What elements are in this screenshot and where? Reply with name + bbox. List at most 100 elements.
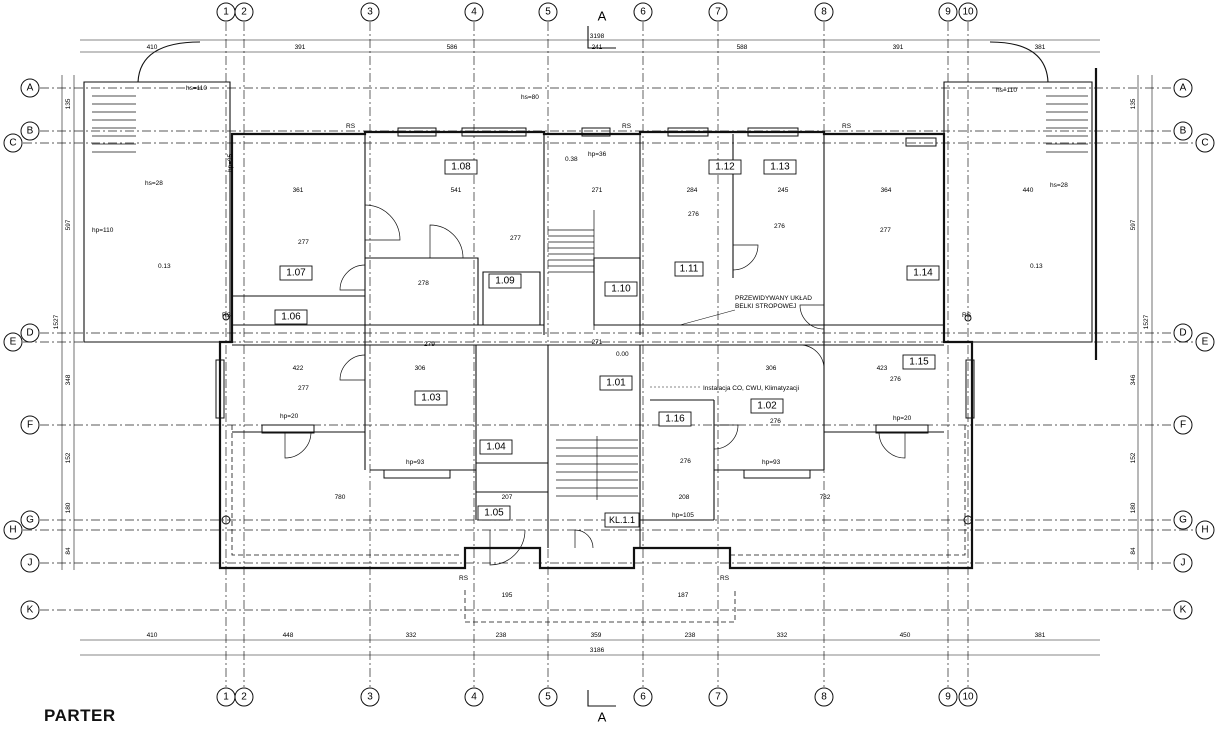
svg-text:3: 3 [367,692,373,703]
top-dim-5: 588 [737,44,748,51]
axis-bubble-A-right: A [1173,78,1193,98]
spot-276-1.12: 276 [688,211,699,218]
top-dimension-chain [80,39,1100,53]
right-dimension-chain [1137,75,1153,570]
terrace-outline-right [943,81,1093,343]
svg-text:9: 9 [945,692,951,703]
room-1.07: 1.07 [279,265,313,281]
svg-text:5: 5 [545,7,551,18]
room-1.09: 1.09 [488,273,522,289]
dim-entrance-right: 187 [678,592,689,599]
spot-276-1.16: 276 [680,458,691,465]
svg-text:10: 10 [962,7,974,18]
level-0.13-right: 0.13 [1030,263,1043,270]
svg-text:J: J [1181,558,1186,569]
axis-bubble-J-right: J [1173,553,1193,573]
svg-text:5: 5 [545,692,551,703]
level-hp20-left: hp=20 [280,413,299,420]
svg-text:J: J [28,558,33,569]
left-dim-2: 597 [65,219,72,230]
left-dim-4: 348 [65,374,72,385]
top-dim-3: 586 [447,44,458,51]
svg-text:6: 6 [640,7,646,18]
dim-south-left: 780 [335,494,346,501]
room-1.01: 1.01 [599,375,633,391]
dim-terrace-right: 440 [1023,187,1034,194]
left-dim-3: 1527 [53,314,60,329]
spot-279: 279 [424,341,435,348]
room-1.03: 1.03 [414,390,448,406]
top-dim-7: 381 [1035,44,1046,51]
spot-276-1.02: 276 [770,418,781,425]
svg-text:1.02: 1.02 [757,401,777,412]
svg-text:D: D [26,328,33,339]
spot-276-1.13: 276 [774,223,785,230]
svg-text:4: 4 [471,7,477,18]
dim-1.13-width: 245 [778,187,789,194]
axis-bubble-C-left: C [3,133,23,153]
svg-text:C: C [9,138,16,149]
vertical-axis-lines [225,22,969,687]
axis-bubble-H-right: H [1195,520,1215,540]
svg-text:1.04: 1.04 [486,442,506,453]
axis-bubble-6-bottom: 6 [633,687,653,707]
section-cut-line-bottom [587,690,616,707]
rs-mark-4: RS [222,312,232,319]
svg-text:B: B [27,126,34,137]
rs-mark-7: RS [720,575,730,582]
axis-bubble-10-bottom: 10 [958,687,978,707]
right-dim-1: 135 [1130,98,1137,109]
right-dim-6: 180 [1130,502,1137,513]
right-dim-2: 597 [1130,219,1137,230]
axis-bubble-7-top: 7 [708,2,728,22]
level-hp36: hp=36 [588,151,607,158]
rs-mark-1: RS [346,123,356,130]
horizontal-axis-lines [23,87,1195,611]
dim-1.01-width: 271 [592,339,603,346]
svg-text:E: E [10,337,17,348]
room-1.08: 1.08 [444,159,478,175]
entrance-dashed-outline [464,590,736,623]
svg-text:1.14: 1.14 [913,268,933,279]
axis-bubble-9-top: 9 [938,2,958,22]
svg-text:1.10: 1.10 [611,284,631,295]
svg-text:1.05: 1.05 [484,508,504,519]
level-hs80: hs=80 [521,94,539,101]
bottom-dim-2: 448 [283,632,294,639]
svg-text:A: A [27,83,34,94]
svg-text:1.03: 1.03 [421,393,441,404]
bottom-dim-9: 381 [1035,632,1046,639]
rs-mark-2: RS [622,123,632,130]
balcony-curve-right [989,41,1049,83]
svg-text:G: G [26,515,34,526]
note-beam-line2: BELKI STROPOWEJ [735,303,796,310]
level-0.38: 0.38 [565,156,578,163]
svg-text:D: D [1179,328,1186,339]
left-dim-5: 152 [65,452,72,463]
svg-text:1.06: 1.06 [281,312,301,323]
axis-bubble-1-top: 1 [216,2,236,22]
level-hs28-left: hs=28 [145,180,163,187]
section-label-bottom: A [598,710,607,725]
svg-text:4: 4 [471,692,477,703]
top-dim-2: 391 [295,44,306,51]
level-hp93-left: hp=93 [406,459,425,466]
bottom-dim-8: 450 [900,632,911,639]
svg-text:1.15: 1.15 [909,357,929,368]
left-dim-6: 180 [65,502,72,513]
rs-mark-6: RS [459,575,469,582]
dim-south-right: 782 [820,494,831,501]
svg-text:KL.1.1: KL.1.1 [609,515,635,525]
axis-bubble-E-right: E [1195,332,1215,352]
dim-1.12-width: 284 [687,187,698,194]
svg-text:1: 1 [223,692,229,703]
bottom-dim-6: 238 [685,632,696,639]
svg-text:1.12: 1.12 [715,162,735,173]
level-0.00: 0.00 [616,351,629,358]
svg-text:1.07: 1.07 [286,268,306,279]
svg-text:K: K [1180,605,1187,616]
dim-hall-width: 271 [592,187,603,194]
axis-bubble-3-top: 3 [360,2,380,22]
axis-bubble-G-left: G [20,510,40,530]
room-1.06: 1.06 [274,309,308,325]
